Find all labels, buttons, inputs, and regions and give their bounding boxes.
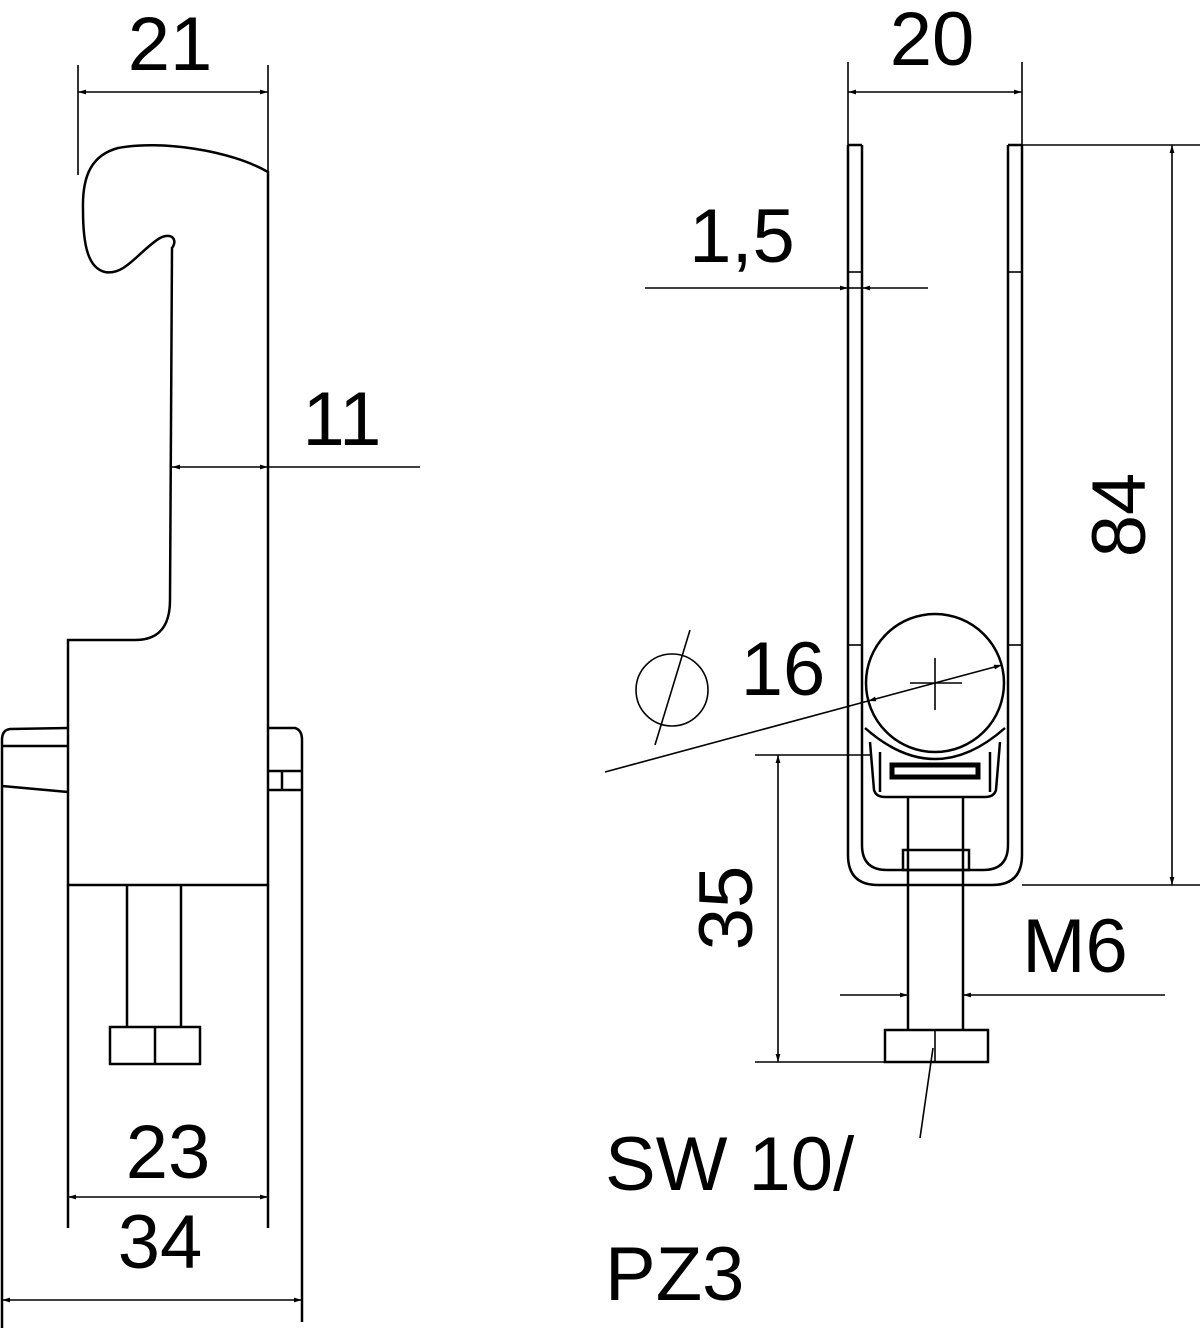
dim-diameter-label: 16 <box>741 627 826 712</box>
dim-20-label: 20 <box>890 0 975 82</box>
side-view <box>0 65 420 1328</box>
base-left <box>0 726 69 1328</box>
u-channel-outer <box>846 145 1024 887</box>
dim-35-label: 35 <box>684 866 769 951</box>
wrench-size-label-2: PZ3 <box>605 1232 744 1317</box>
dim-84-label: 84 <box>1077 473 1162 558</box>
diameter-symbol <box>635 653 709 727</box>
hook-outline <box>66 144 270 887</box>
dim-11-label: 11 <box>303 377 382 462</box>
cable-circle <box>864 612 1006 754</box>
dim-1-5-label: 1,5 <box>689 194 795 279</box>
base-right <box>268 726 304 1322</box>
dim-m6-label: M6 <box>1022 904 1128 989</box>
dim-23-label: 23 <box>126 1110 211 1195</box>
u-channel-inner <box>860 145 1010 872</box>
wrench-size-label-1: SW 10/ <box>605 1122 855 1207</box>
front-view <box>604 62 1200 1139</box>
screw-head <box>883 1028 990 1064</box>
dim-34-label: 34 <box>118 1200 203 1285</box>
dim-21-label: 21 <box>128 2 213 87</box>
saddle <box>864 727 1006 761</box>
